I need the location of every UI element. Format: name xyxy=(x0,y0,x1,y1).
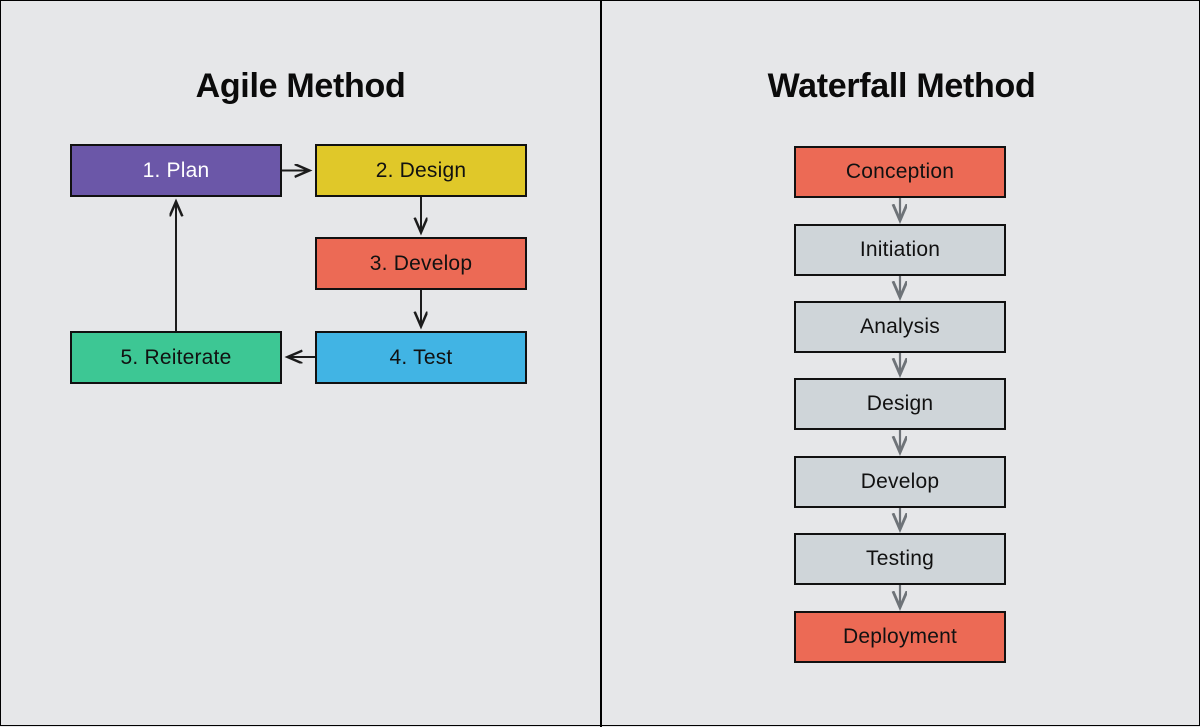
agile-node-develop[interactable]: 3. Develop xyxy=(315,237,527,290)
agile-node-reiterate-label: 5. Reiterate xyxy=(120,345,232,369)
agile-node-test-label: 4. Test xyxy=(389,345,453,369)
waterfall-node-testing-label: Testing xyxy=(866,547,934,570)
panel-divider xyxy=(600,1,602,727)
waterfall-node-initiation[interactable]: Initiation xyxy=(794,224,1006,276)
waterfall-node-design[interactable]: Design xyxy=(794,378,1006,430)
waterfall-node-analysis[interactable]: Analysis xyxy=(794,301,1006,353)
waterfall-node-develop-label: Develop xyxy=(860,470,940,493)
waterfall-node-conception-label: Conception xyxy=(845,160,955,183)
waterfall-panel: Waterfall Method xyxy=(602,1,1200,727)
agile-panel-title: Agile Method xyxy=(195,67,406,105)
waterfall-panel-title: Waterfall Method xyxy=(767,67,1036,105)
waterfall-node-conception[interactable]: Conception xyxy=(794,146,1006,198)
waterfall-node-testing[interactable]: Testing xyxy=(794,533,1006,585)
waterfall-node-design-label: Design xyxy=(866,392,934,415)
waterfall-node-analysis-label: Analysis xyxy=(860,315,940,338)
waterfall-node-develop[interactable]: Develop xyxy=(794,456,1006,508)
agile-node-develop-label: 3. Develop xyxy=(369,251,473,275)
agile-node-reiterate[interactable]: 5. Reiterate xyxy=(70,331,282,384)
waterfall-node-initiation-label: Initiation xyxy=(859,238,941,261)
agile-node-design-label: 2. Design xyxy=(375,158,467,182)
waterfall-node-deployment-label: Deployment xyxy=(842,625,958,648)
agile-node-test[interactable]: 4. Test xyxy=(315,331,527,384)
waterfall-node-deployment[interactable]: Deployment xyxy=(794,611,1006,663)
agile-node-plan-label: 1. Plan xyxy=(142,158,210,182)
agile-panel: Agile Method xyxy=(1,1,600,727)
agile-node-design[interactable]: 2. Design xyxy=(315,144,527,197)
agile-node-plan[interactable]: 1. Plan xyxy=(70,144,282,197)
